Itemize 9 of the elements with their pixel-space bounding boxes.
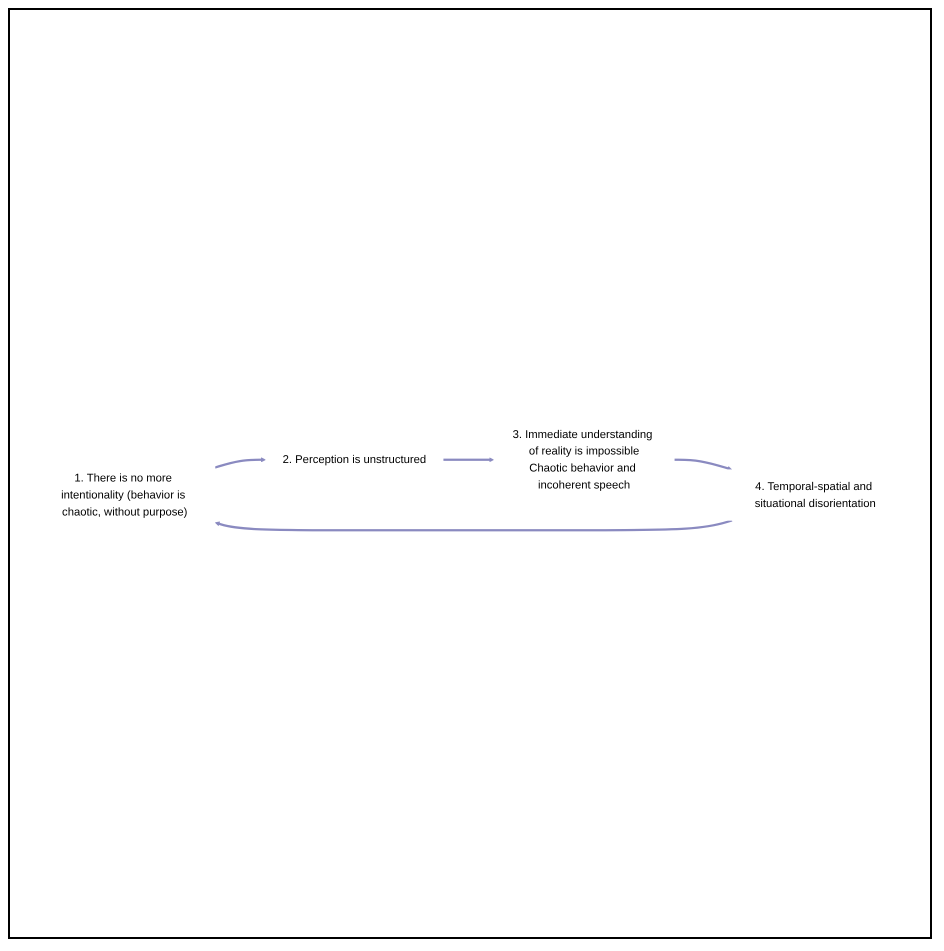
node-text: 2. Perception is unstructured	[282, 453, 426, 466]
arrow	[674, 458, 732, 470]
arrow	[214, 518, 732, 531]
arrow	[443, 456, 494, 462]
arrow	[214, 456, 266, 468]
node-text: 1. There is no more intentionality (behavior is chaotic, without purpose)	[61, 472, 188, 518]
node-text: 4. Temporal-spatial and situational disorientation	[754, 480, 876, 510]
frame-border: 1. There is no more intentionality (behavior is chaotic, without purpose) 2. Perception is unstructured 3. Immediate understanding of reality is impossible Chaotic behavior and incoherent speech 4. Temporal-spatial and situational disorientation	[8, 8, 932, 939]
node-text: 3. Immediate understanding of reality is impossible Chaotic behavior and incoherent speech	[512, 428, 652, 491]
